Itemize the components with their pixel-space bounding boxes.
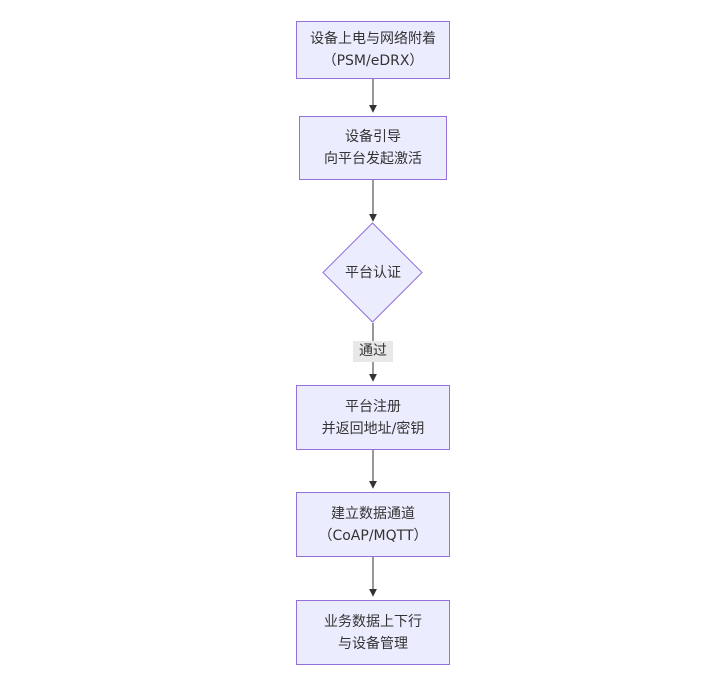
node-register-line2: 并返回地址/密钥 [321, 420, 425, 437]
edge-label-pass: 通过 [353, 341, 393, 362]
node-bootstrap-line1: 设备引导 [345, 129, 401, 145]
node-register: 平台注册 并返回地址/密钥 [296, 385, 450, 450]
node-bootstrap: 设备引导 向平台发起激活 [299, 116, 447, 180]
node-channel-line1: 建立数据通道 [331, 505, 415, 522]
node-power-attach: 设备上电与网络附着 （PSM/eDRX） [296, 21, 450, 79]
node-business: 业务数据上下行 与设备管理 [296, 600, 450, 665]
node-power-attach-line2: （PSM/eDRX） [322, 53, 424, 69]
node-channel-line2: （CoAP/MQTT） [318, 527, 428, 544]
node-register-line1: 平台注册 [345, 398, 401, 415]
node-channel: 建立数据通道 （CoAP/MQTT） [296, 492, 450, 557]
node-bootstrap-line2: 向平台发起激活 [324, 151, 422, 167]
node-power-attach-line1: 设备上电与网络附着 [310, 31, 436, 47]
node-business-line2: 与设备管理 [338, 635, 408, 652]
node-business-line1: 业务数据上下行 [324, 613, 422, 630]
node-platform-auth-label: 平台认证 [345, 265, 401, 281]
